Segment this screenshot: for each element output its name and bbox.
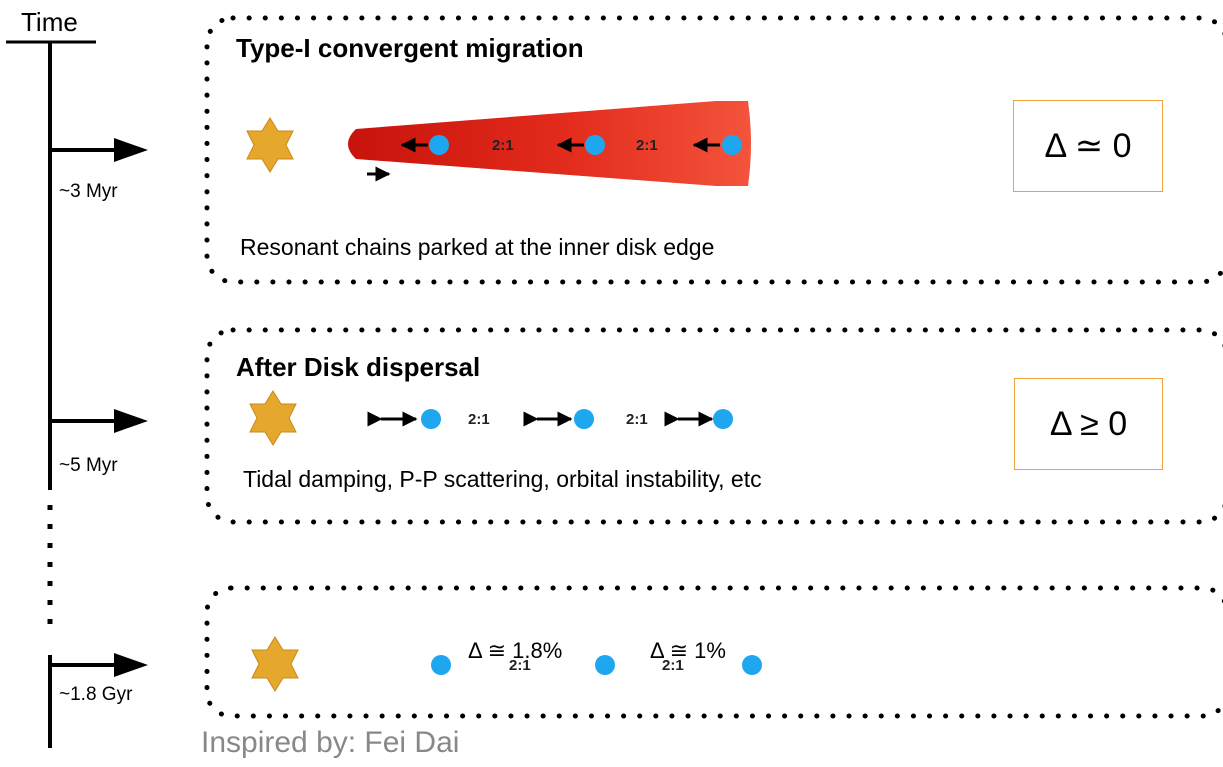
delta-label: Δ ≅ 1% — [650, 638, 726, 663]
delta-label: Δ ≅ 1.8% — [468, 638, 563, 663]
star-icon — [246, 117, 294, 173]
planet — [722, 135, 742, 155]
resonance-ratio-label: 2:1 — [492, 137, 514, 154]
resonance-ratio-label: 2:1 — [509, 657, 531, 674]
delta-box: Δ ≃ 0 — [1013, 100, 1163, 192]
timeline-arrow — [50, 409, 148, 433]
delta-value: Δ ≃ 0 — [1044, 127, 1132, 165]
resonance-ratio-label: 2:1 — [468, 411, 490, 428]
planet — [574, 409, 594, 429]
resonance-ratio-label: 2:1 — [662, 657, 684, 674]
delta-box: Δ ≥ 0 — [1014, 378, 1163, 470]
planet — [595, 655, 615, 675]
planet — [585, 135, 605, 155]
resonance-ratio-label: 2:1 — [636, 137, 658, 154]
panel-title: After Disk dispersal — [236, 352, 481, 382]
timeline — [6, 40, 148, 748]
star-icon — [251, 636, 299, 692]
time-tick-label: ~5 Myr — [59, 455, 118, 476]
credit-text: Inspired by: Fei Dai — [201, 726, 460, 759]
planet — [429, 135, 449, 155]
delta-value: Δ ≥ 0 — [1049, 404, 1128, 443]
panel-caption: Tidal damping, P-P scattering, orbital i… — [243, 466, 762, 492]
panel-border — [204, 327, 1223, 525]
timeline-arrow — [50, 138, 148, 162]
planet — [713, 409, 733, 429]
star-icon — [249, 390, 297, 446]
panel-border — [204, 15, 1223, 285]
panel-caption: Resonant chains parked at the inner disk… — [240, 234, 715, 260]
planet — [742, 655, 762, 675]
time-tick-label: ~3 Myr — [59, 181, 118, 202]
resonance-ratio-label: 2:1 — [626, 411, 648, 428]
timeline-arrow — [50, 653, 148, 677]
timeline-title: Time — [21, 7, 78, 37]
planet — [431, 655, 451, 675]
protoplanetary-disk — [348, 101, 751, 186]
time-tick-label: ~1.8 Gyr — [59, 684, 133, 705]
planet — [421, 409, 441, 429]
panel-title: Type-I convergent migration — [236, 33, 584, 63]
